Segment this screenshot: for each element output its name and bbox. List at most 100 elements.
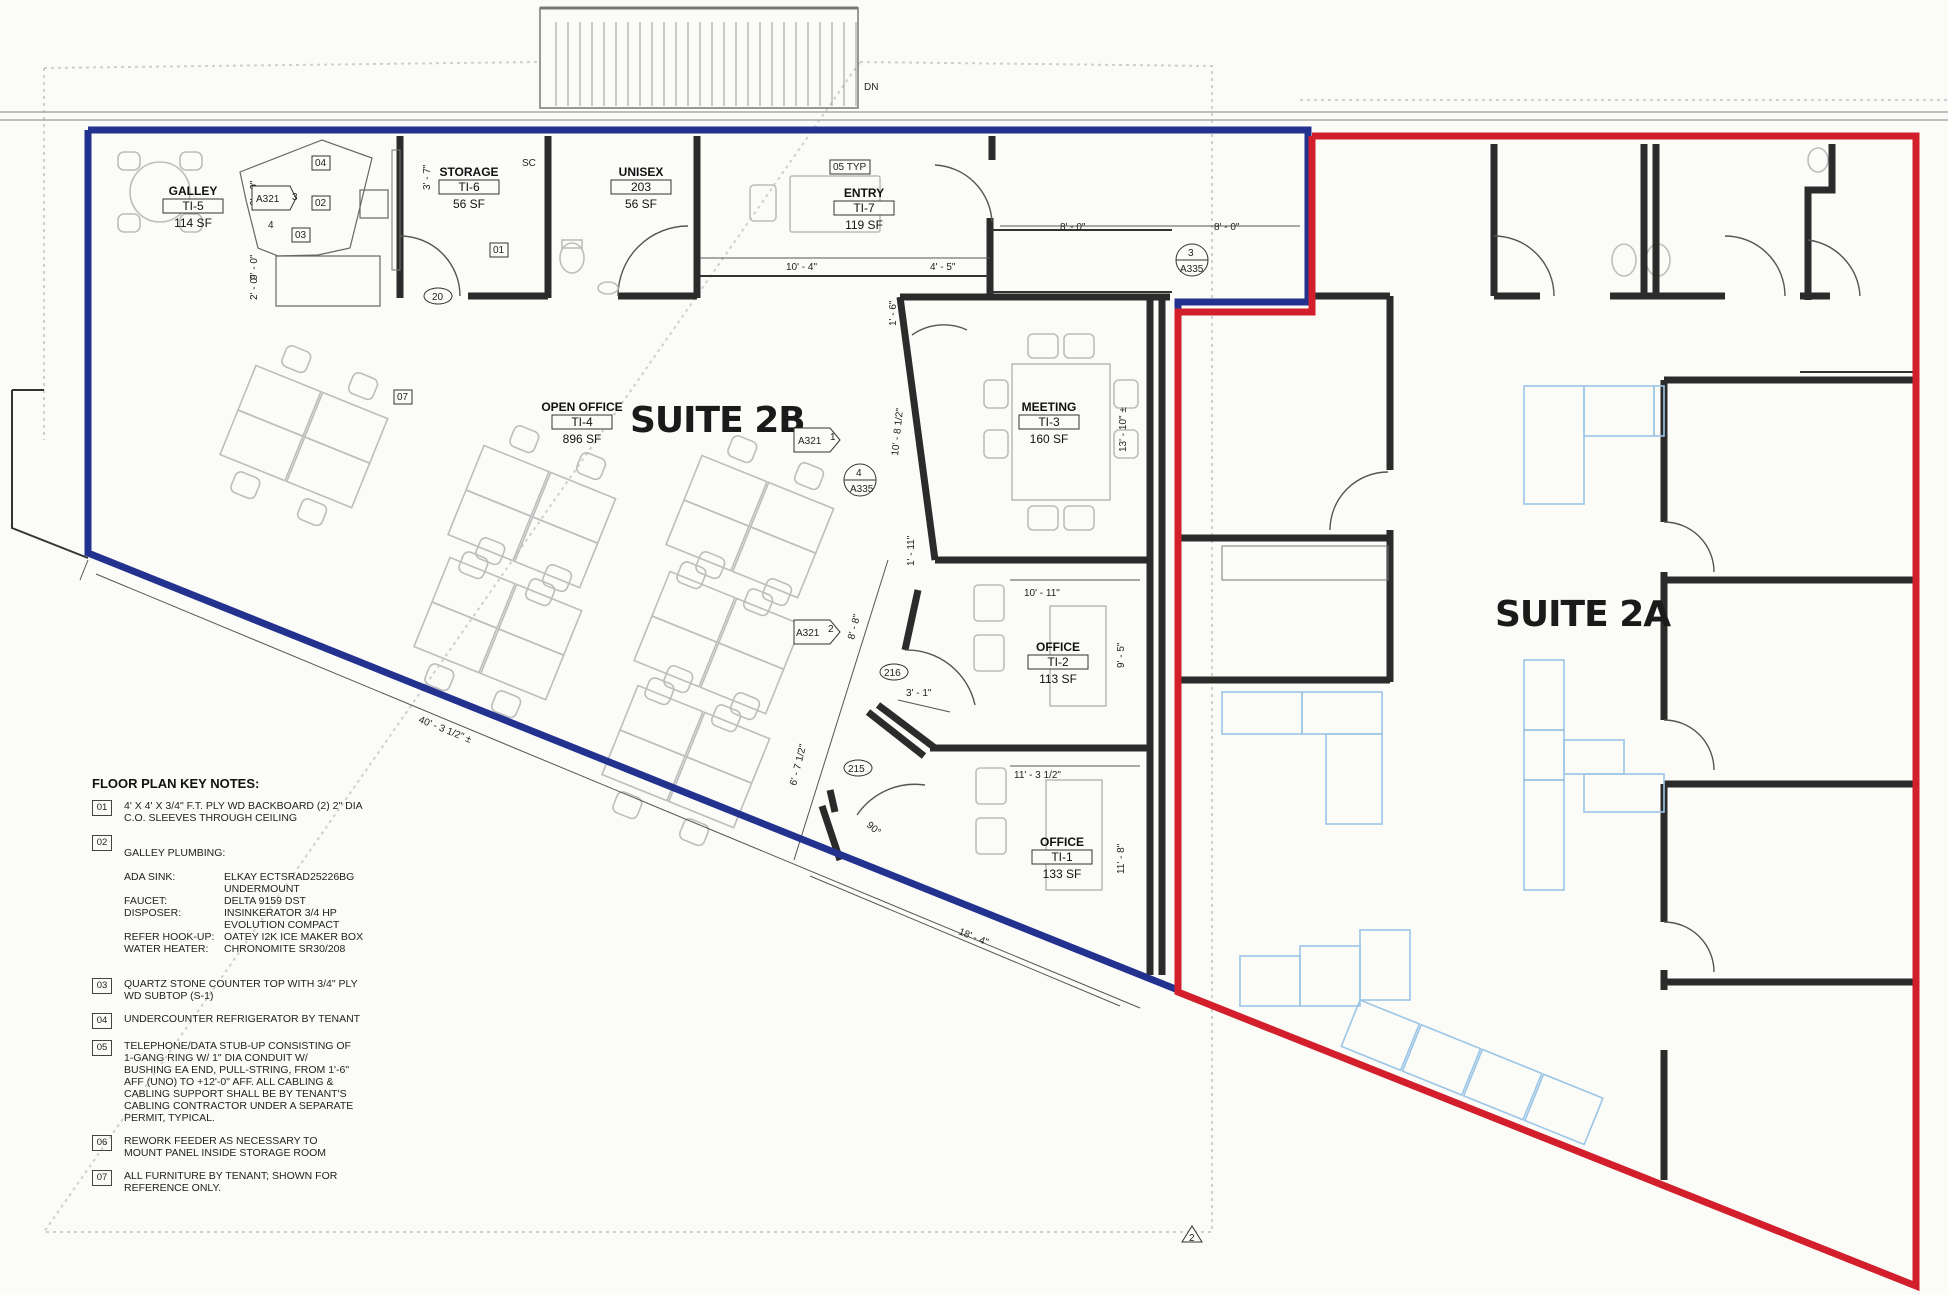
- chair: [541, 564, 573, 593]
- svg-text:04: 04: [315, 158, 327, 169]
- svg-text:56 SF: 56 SF: [625, 197, 657, 211]
- svg-text:05 TYP: 05 TYP: [833, 162, 866, 173]
- svg-text:3' - 1": 3' - 1": [906, 688, 932, 699]
- desk: [664, 498, 750, 572]
- workstation-cluster: [218, 345, 389, 527]
- key-note-06: 06 REWORK FEEDER AS NECESSARY TO MOUNT P…: [92, 1135, 392, 1159]
- svg-text:10' - 8 1/2": 10' - 8 1/2": [890, 407, 906, 456]
- svg-text:A321: A321: [796, 628, 820, 639]
- chair: [710, 704, 742, 733]
- meeting-table: [983, 333, 1139, 531]
- desk: [236, 364, 322, 438]
- svg-text:11' - 8": 11' - 8": [1116, 843, 1127, 874]
- svg-text:215: 215: [848, 764, 865, 775]
- workstation-cluster: [412, 537, 583, 719]
- chair: [793, 462, 825, 491]
- svg-text:13' - 10" ±: 13' - 10" ±: [1118, 407, 1129, 452]
- suite-2a-desk: [1299, 945, 1361, 1007]
- svg-text:6' - 7 1/2": 6' - 7 1/2": [788, 743, 809, 787]
- svg-text:TI-2: TI-2: [1047, 655, 1069, 669]
- key-note-05: 05 TELEPHONE/DATA STUB-UP CONSISTING OF …: [92, 1040, 392, 1124]
- key-notes-title: FLOOR PLAN KEY NOTES:: [92, 776, 260, 791]
- workstation-cluster: [664, 435, 835, 617]
- svg-text:OPEN OFFICE: OPEN OFFICE: [541, 400, 622, 414]
- svg-text:3' - 7": 3' - 7": [422, 164, 433, 190]
- svg-text:SC: SC: [522, 158, 536, 169]
- chair: [729, 692, 761, 721]
- svg-text:8' - 0": 8' - 0": [1060, 222, 1086, 233]
- desk: [479, 627, 565, 701]
- desk: [682, 454, 768, 528]
- svg-text:10' - 4": 10' - 4": [786, 262, 817, 273]
- suite-2a-walls: [1178, 144, 1916, 1180]
- svg-text:4: 4: [856, 468, 862, 479]
- key-note-04: 04 UNDERCOUNTER REFRIGERATOR BY TENANT: [92, 1013, 392, 1029]
- suite-2a-desk-row: [1340, 998, 1604, 1146]
- desk: [412, 600, 498, 674]
- svg-text:1' - 11": 1' - 11": [906, 535, 917, 566]
- suite-2a-desk: [1221, 691, 1303, 735]
- chair: [281, 345, 312, 374]
- chair: [296, 498, 328, 527]
- svg-text:02: 02: [315, 198, 327, 209]
- svg-text:20: 20: [432, 292, 444, 303]
- desk: [285, 435, 371, 509]
- svg-text:01: 01: [493, 245, 505, 256]
- svg-text:113 SF: 113 SF: [1039, 672, 1077, 686]
- chair: [347, 372, 379, 401]
- svg-text:TI-1: TI-1: [1051, 850, 1073, 864]
- chair: [695, 551, 726, 580]
- galley-plumbing-list: ADA SINK:ELKAY ECTSRAD25226BG UNDERMOUNT…: [124, 871, 364, 955]
- desk: [685, 711, 771, 785]
- suite-2a-desk: [1583, 385, 1655, 437]
- svg-text:1: 1: [830, 432, 836, 443]
- room-label-galley: GALLEY TI-5 114 SF: [162, 184, 224, 230]
- suite-2a-desk: [1401, 1023, 1482, 1097]
- svg-text:8' - 8": 8' - 8": [846, 613, 863, 641]
- desk: [430, 556, 516, 630]
- suite-2a-desk: [1239, 955, 1301, 1007]
- svg-text:203: 203: [631, 180, 651, 194]
- room-label-open-office: OPEN OFFICE TI-4 896 SF: [541, 400, 622, 446]
- desk: [632, 614, 718, 688]
- svg-text:18' - 4": 18' - 4": [957, 927, 990, 949]
- svg-text:TI-4: TI-4: [571, 415, 593, 429]
- suite-2a-desk: [1653, 385, 1665, 437]
- svg-text:11' - 3 1/2": 11' - 3 1/2": [1014, 770, 1061, 781]
- desk: [667, 755, 753, 829]
- svg-text:56 SF: 56 SF: [453, 197, 485, 211]
- callout-tags: 04 02 03 01 07 20 216 215 05 TYP SC A321…: [251, 155, 1209, 1244]
- suite-2b-label: SUITE 2B: [630, 400, 805, 441]
- svg-text:896 SF: 896 SF: [563, 432, 602, 446]
- svg-text:216: 216: [884, 668, 901, 679]
- chair: [727, 435, 758, 464]
- svg-text:03: 03: [295, 230, 307, 241]
- svg-text:9' - 5": 9' - 5": [1116, 642, 1127, 668]
- room-label-storage: STORAGE TI-6 56 SF: [438, 165, 500, 211]
- svg-text:A321: A321: [798, 436, 822, 447]
- svg-text:160 SF: 160 SF: [1030, 432, 1069, 446]
- desk: [731, 525, 817, 599]
- desk: [497, 583, 583, 657]
- chair: [458, 551, 489, 580]
- workstation-cluster: [632, 551, 803, 733]
- chair: [663, 665, 694, 694]
- key-note-02: 02 GALLEY PLUMBING: ADA SINK:ELKAY ECTSR…: [92, 835, 392, 967]
- key-note-01: 01 4' x 4' x 3/4" F.T. PLY WD BACKBOARD …: [92, 800, 392, 824]
- galley-counter: [239, 139, 401, 307]
- workstation-cluster: [600, 665, 771, 847]
- suite-2a-doors: [1329, 235, 1861, 973]
- suite-2a-desk: [1325, 733, 1383, 825]
- exterior-stub: [11, 389, 89, 559]
- svg-text:07: 07: [397, 392, 409, 403]
- suite-2a-desk: [1523, 779, 1565, 891]
- svg-text:A335: A335: [850, 484, 874, 495]
- floor-plan-key-notes: FLOOR PLAN KEY NOTES: 01 4' x 4' x 3/4" …: [92, 776, 392, 1205]
- room-label-unisex: UNISEX 203 56 SF: [610, 165, 672, 211]
- suite-2a-desk: [1301, 691, 1383, 735]
- svg-text:1' - 6": 1' - 6": [888, 300, 899, 326]
- chair: [678, 818, 710, 847]
- desk: [513, 515, 599, 589]
- chair: [475, 537, 506, 566]
